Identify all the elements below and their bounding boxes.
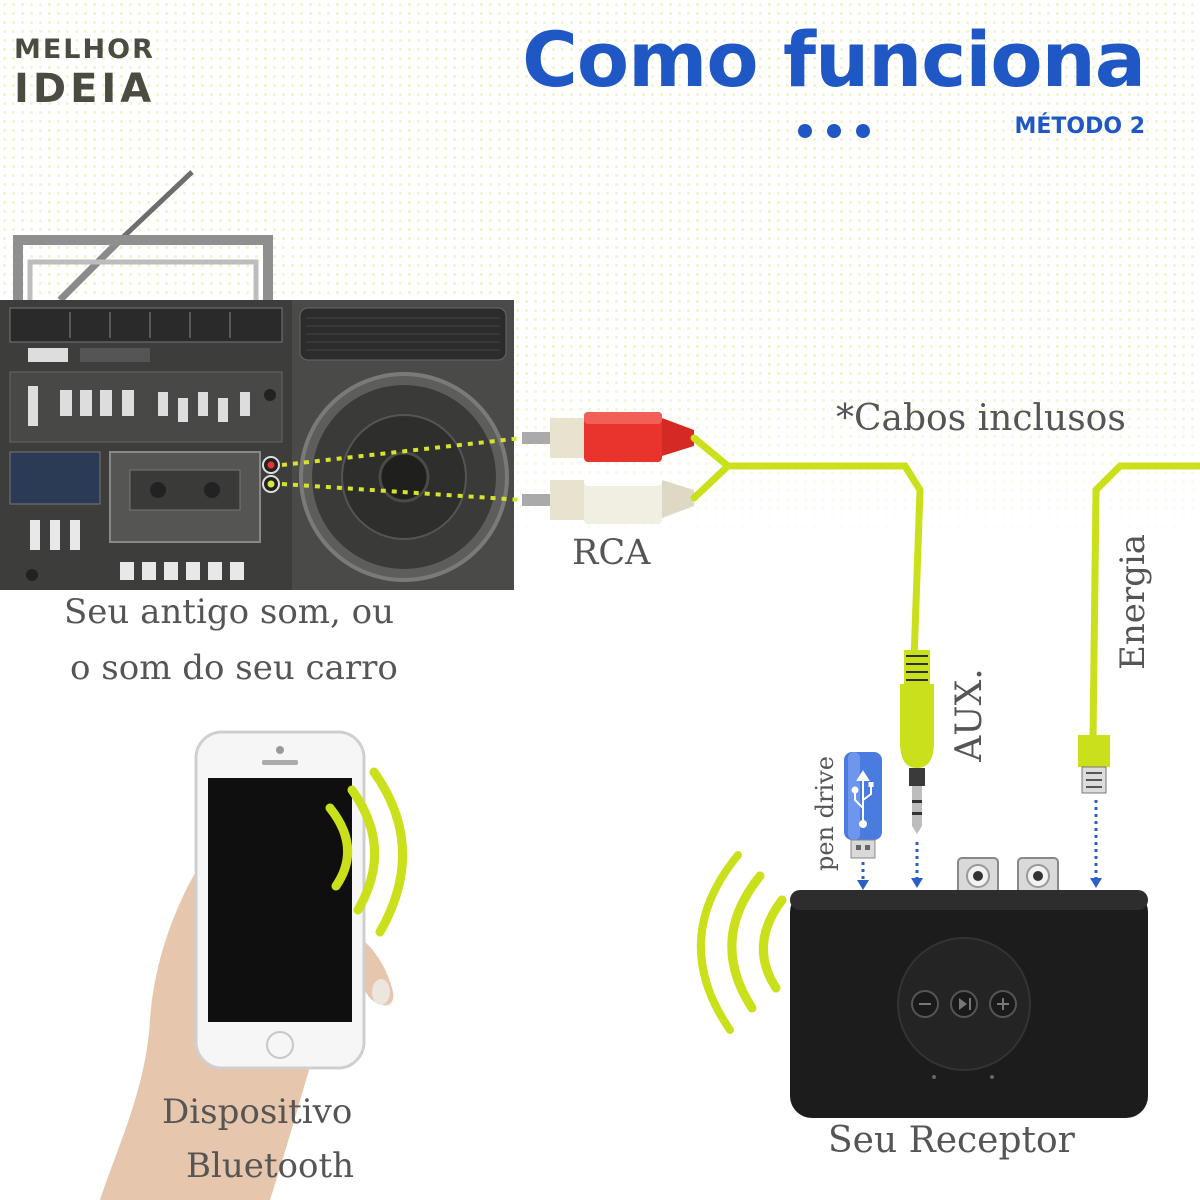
aux-label: AUX. <box>949 668 990 762</box>
stereo-label-line-2: o som do seu carro <box>70 648 398 688</box>
cables <box>690 434 1200 744</box>
usb-symbol-icon <box>851 770 874 828</box>
receiver-play-pause-icon <box>959 998 971 1010</box>
receiver-next-icon <box>997 998 1009 1010</box>
bluetooth-receiver <box>790 857 1148 1118</box>
cables-included-note: *Cabos inclusos <box>836 398 1126 439</box>
insertion-arrows <box>861 800 1098 880</box>
stereo-label-line-1: Seu antigo som, ou <box>64 592 395 632</box>
pen-drive-label: pen drive <box>811 756 839 871</box>
bluetooth-signal-icon <box>696 851 787 1034</box>
aux-plug <box>900 650 934 834</box>
rca-label: RCA <box>572 533 651 573</box>
page-title: Como funciona <box>522 15 1146 104</box>
logo-line-2: IDEIA <box>14 66 156 112</box>
rca-white-plug <box>522 474 694 524</box>
smartphone <box>194 730 366 1070</box>
logo-line-1: MELHOR <box>14 34 155 65</box>
page-subtitle: MÉTODO 2 <box>1014 114 1145 139</box>
phone-signal-icon <box>325 767 407 937</box>
arrow-heads <box>857 878 1102 890</box>
power-plug <box>1078 735 1110 794</box>
three-dots-icon <box>798 124 870 138</box>
receiver-label: Seu Receptor <box>828 1120 1075 1161</box>
rca-connection-guides <box>281 436 523 502</box>
energia-label: Energia <box>1113 534 1153 670</box>
rca-red-plug <box>522 412 694 462</box>
pen-drive <box>844 752 882 859</box>
phone-label-line-1: Dispositivo <box>162 1092 353 1132</box>
boombox-stereo <box>0 170 514 590</box>
phone-label-line-2: Bluetooth <box>186 1146 355 1186</box>
